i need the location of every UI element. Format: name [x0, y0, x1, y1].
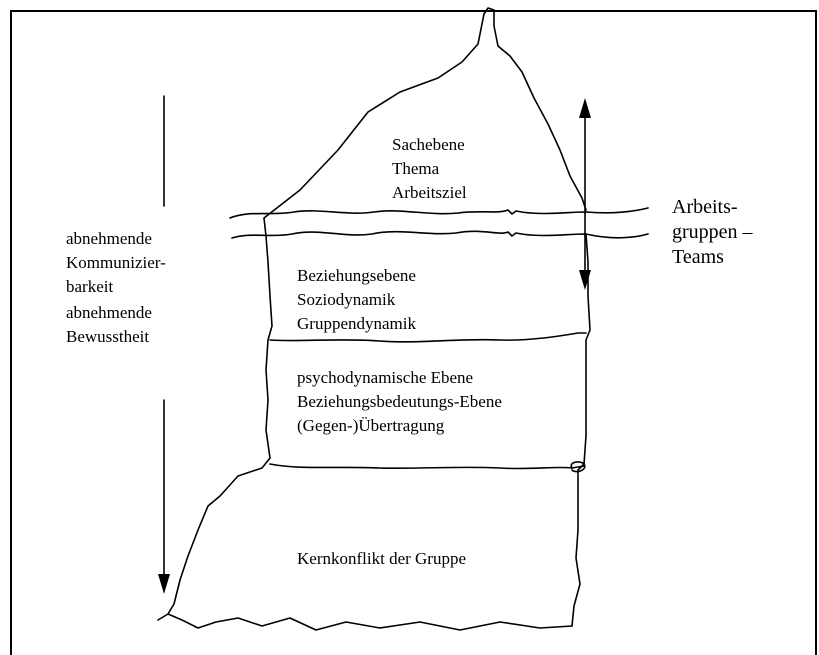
right-label-line-1: Arbeits- [672, 195, 738, 220]
second-layer-line-1: Beziehungsebene [297, 264, 416, 288]
second-layer-line-2: Soziodynamik [297, 288, 395, 312]
iceberg-right-edge [572, 234, 590, 626]
left-label-communicability-1: abnehmende [66, 227, 152, 251]
tip-layer-line-2: Thema [392, 157, 439, 181]
third-layer-line-1: psychodynamische Ebene [297, 366, 473, 390]
left-label-awareness-1: abnehmende [66, 301, 152, 325]
iceberg-bottom-edge [158, 614, 572, 630]
decrease-arrow-head [158, 574, 170, 594]
tip-layer-line-1: Sachebene [392, 133, 465, 157]
right-label-line-2: gruppen – [672, 220, 753, 245]
left-label-communicability-2: Kommunizier- [66, 251, 166, 275]
third-layer-line-2: Beziehungsbedeutungs-Ebene [297, 390, 502, 414]
second-layer-line-3: Gruppendynamik [297, 312, 416, 336]
arrow-up-head [579, 98, 591, 118]
right-label-line-3: Teams [672, 245, 724, 270]
tip-layer-line-3: Arbeitsziel [392, 181, 467, 205]
left-label-communicability-3: barkeit [66, 275, 113, 299]
arrow-down-head [579, 270, 591, 290]
layer-separator-2 [270, 464, 584, 469]
core-layer-line-1: Kernkonflikt der Gruppe [297, 547, 466, 571]
iceberg-left-edge [168, 218, 272, 614]
left-label-awareness-2: Bewusstheit [66, 325, 149, 349]
third-layer-line-3: (Gegen-)Übertragung [297, 414, 444, 438]
